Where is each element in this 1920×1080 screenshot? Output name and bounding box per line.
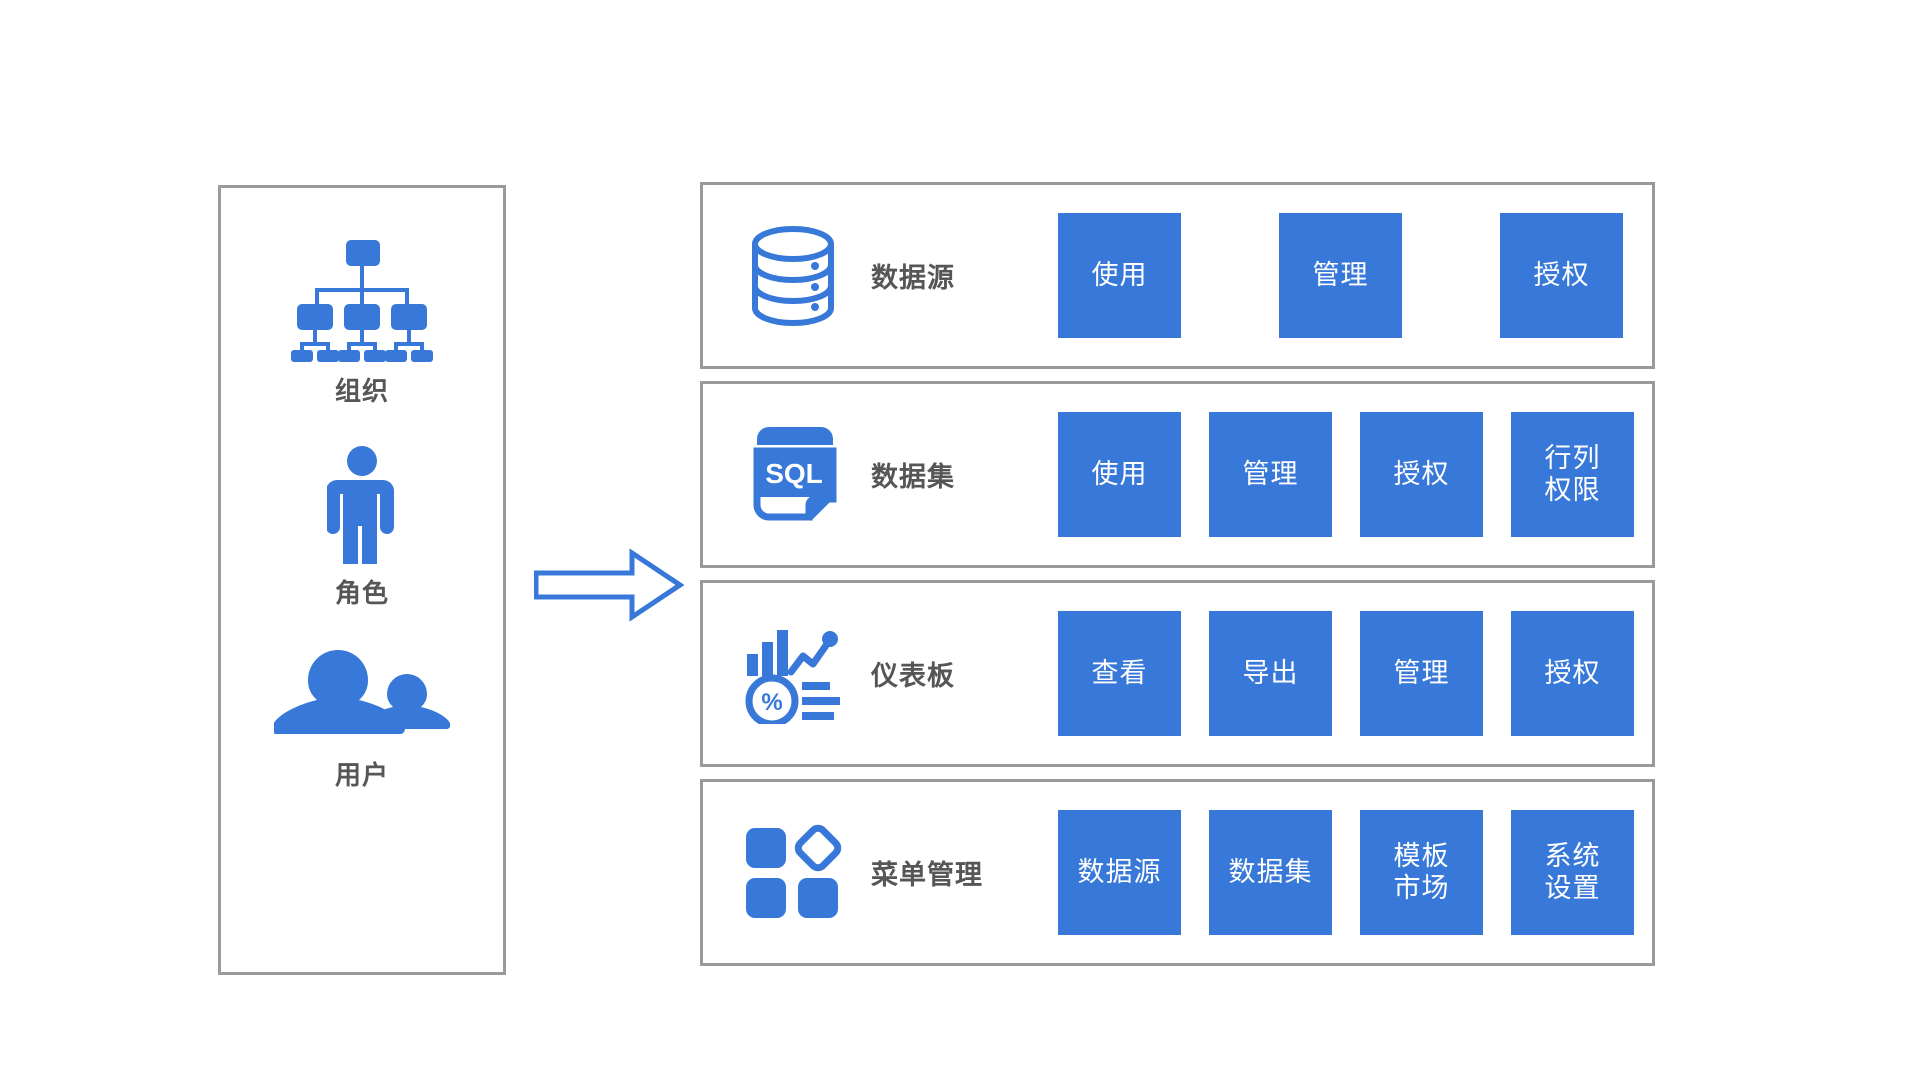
permission-chip-use[interactable]: 使用 — [1058, 412, 1181, 537]
resource-stack: 数据源 使用 管理 授权 — [700, 182, 1655, 966]
subject-item-user[interactable]: 用户 — [274, 648, 450, 788]
subject-item-organization[interactable]: 组织 — [289, 240, 435, 404]
permission-chip-authorize[interactable]: 授权 — [1360, 412, 1483, 537]
permission-chip-label: 管理 — [1242, 458, 1299, 489]
subject-label-organization: 组织 — [334, 376, 389, 406]
resource-row-dashboard[interactable]: % 仪表板 查看 导出 管理 授权 — [700, 580, 1655, 767]
permission-chip-template-market[interactable]: 模板 市场 — [1360, 810, 1483, 935]
permission-chip-label: 使用 — [1091, 458, 1148, 489]
permission-chip-manage[interactable]: 管理 — [1209, 412, 1332, 537]
permission-chip-label: 管理 — [1393, 657, 1450, 688]
permission-group-menu-management: 数据源 数据集 模板 市场 系统 设置 — [1053, 810, 1634, 935]
permission-chip-label: 导出 — [1242, 657, 1299, 688]
resource-title-dashboard: 仪表板 — [871, 661, 955, 691]
permission-chip-authorize[interactable]: 授权 — [1500, 213, 1623, 338]
permission-chip-label: 模板 市场 — [1393, 841, 1450, 903]
subject-label-role: 角色 — [334, 578, 389, 608]
subject-panel: 组织 角色 — [218, 185, 506, 975]
resource-title-dataset: 数据集 — [871, 462, 955, 492]
permission-chip-dataset[interactable]: 数据集 — [1209, 810, 1332, 935]
permission-group-datasource: 使用 管理 授权 — [1053, 213, 1626, 338]
org-chart-icon — [289, 240, 435, 362]
subject-item-role[interactable]: 角色 — [327, 446, 397, 606]
permission-chip-label: 授权 — [1544, 657, 1601, 688]
permission-chip-label: 查看 — [1091, 657, 1148, 688]
permission-chip-label: 使用 — [1091, 259, 1148, 290]
permission-chip-label: 数据集 — [1228, 856, 1313, 887]
svg-text:%: % — [761, 689, 782, 716]
permission-group-dataset: 使用 管理 授权 行列 权限 — [1053, 412, 1634, 537]
permission-chip-label: 系统 设置 — [1544, 841, 1601, 903]
svg-text:SQL: SQL — [765, 458, 823, 489]
database-icon — [739, 225, 847, 326]
permission-chip-label: 授权 — [1533, 259, 1590, 290]
permission-chip-label: 管理 — [1312, 259, 1369, 290]
sql-file-icon: SQL — [739, 425, 847, 525]
permission-chip-manage[interactable]: 管理 — [1279, 213, 1402, 338]
subject-label-user: 用户 — [334, 760, 389, 790]
person-standing-icon — [327, 446, 397, 564]
resource-title-datasource: 数据源 — [871, 263, 955, 293]
permission-group-dashboard: 查看 导出 管理 授权 — [1053, 611, 1634, 736]
users-group-icon — [274, 648, 450, 746]
permission-chip-export[interactable]: 导出 — [1209, 611, 1332, 736]
permission-chip-use[interactable]: 使用 — [1058, 213, 1181, 338]
resource-row-datasource[interactable]: 数据源 使用 管理 授权 — [700, 182, 1655, 369]
menu-grid-icon — [739, 824, 847, 922]
permission-chip-system-settings[interactable]: 系统 设置 — [1511, 810, 1634, 935]
permission-chip-datasource[interactable]: 数据源 — [1058, 810, 1181, 935]
permission-chip-authorize[interactable]: 授权 — [1511, 611, 1634, 736]
permission-chip-label: 授权 — [1393, 458, 1450, 489]
arrow-right-icon — [533, 545, 685, 625]
permission-chip-manage[interactable]: 管理 — [1360, 611, 1483, 736]
permission-chip-label: 数据源 — [1077, 856, 1162, 887]
permission-chip-row-column-permission[interactable]: 行列 权限 — [1511, 412, 1634, 537]
dashboard-chart-icon: % — [739, 624, 847, 724]
resource-title-menu-management: 菜单管理 — [871, 860, 983, 890]
resource-row-dataset[interactable]: SQL 数据集 使用 管理 授权 行列 权限 — [700, 381, 1655, 568]
resource-row-menu-management[interactable]: 菜单管理 数据源 数据集 模板 市场 系统 设置 — [700, 779, 1655, 966]
permission-chip-view[interactable]: 查看 — [1058, 611, 1181, 736]
permission-chip-label: 行列 权限 — [1544, 443, 1601, 505]
